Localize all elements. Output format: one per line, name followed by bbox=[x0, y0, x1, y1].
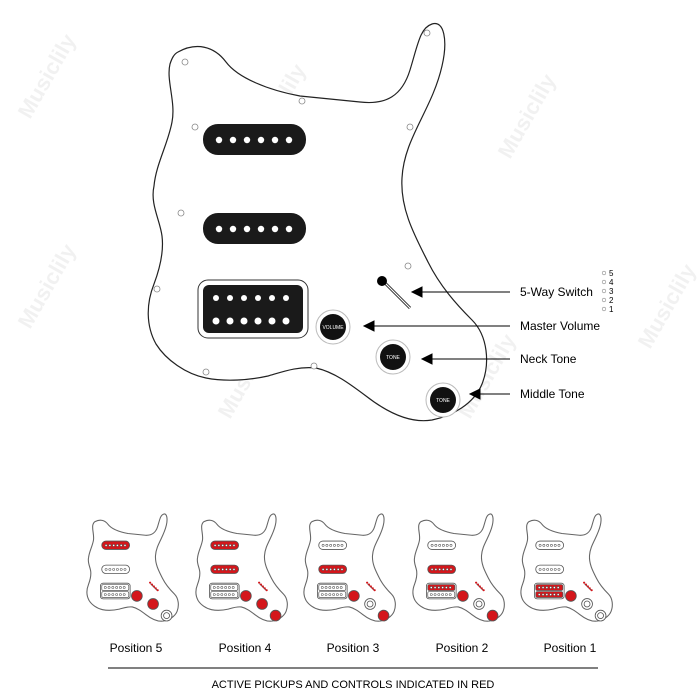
watermark-text: Musiclily bbox=[13, 29, 81, 123]
callouts bbox=[362, 286, 510, 400]
mini-neck-tone-knob bbox=[147, 598, 159, 610]
position-diagrams bbox=[86, 513, 613, 622]
position-diagram bbox=[412, 513, 505, 622]
mini-switch bbox=[258, 581, 268, 592]
mini-neck-tone-knob bbox=[256, 598, 268, 610]
mini-middle-pickup bbox=[535, 564, 564, 574]
mini-volume-knob bbox=[457, 590, 469, 602]
position-diagram bbox=[520, 513, 613, 622]
mini-neck-pickup bbox=[210, 540, 239, 550]
mini-neck-pickup bbox=[318, 540, 347, 550]
tone-knob-label: TONE bbox=[386, 355, 400, 361]
position-label: Position 1 bbox=[544, 641, 597, 655]
mini-middle-pickup bbox=[101, 564, 130, 574]
position-label: Position 4 bbox=[219, 641, 272, 655]
mini-neck-pickup bbox=[101, 540, 130, 550]
mini-middle-tone-knob bbox=[269, 609, 282, 622]
switch-position-list: 5 4 3 2 1 bbox=[601, 269, 614, 314]
middle-tone-knob: TONE bbox=[425, 382, 461, 418]
middle-pickup bbox=[203, 213, 306, 244]
mini-volume-knob bbox=[348, 590, 360, 602]
switch-label: 5-Way Switch bbox=[520, 285, 593, 299]
volume-knob: VOLUME bbox=[315, 309, 351, 345]
mini-bridge-humbucker bbox=[100, 582, 131, 600]
mini-switch bbox=[475, 581, 485, 592]
mini-bridge-humbucker bbox=[426, 582, 457, 600]
position-label: Position 3 bbox=[327, 641, 380, 655]
watermark-text: Musiclily bbox=[493, 69, 561, 163]
watermark-text: Musiclily bbox=[633, 259, 700, 353]
neck-tone-label: Neck Tone bbox=[520, 352, 577, 366]
mini-volume-knob bbox=[565, 590, 577, 602]
footer-note: ACTIVE PICKUPS AND CONTROLS INDICATED IN… bbox=[212, 679, 495, 691]
neck-tone-knob: TONE bbox=[375, 339, 411, 375]
mini-neck-tone-knob bbox=[581, 598, 593, 610]
main-pickguard: VOLUME TONE TONE bbox=[147, 22, 488, 422]
bridge-humbucker bbox=[197, 279, 309, 339]
mini-neck-pickup bbox=[535, 540, 564, 550]
mini-volume-knob bbox=[131, 590, 143, 602]
position-diagram bbox=[303, 513, 396, 622]
position-diagram bbox=[86, 513, 179, 622]
mini-middle-tone-knob bbox=[160, 609, 173, 622]
mini-middle-pickup bbox=[318, 564, 347, 574]
mini-middle-pickup bbox=[210, 564, 239, 574]
master-volume-label: Master Volume bbox=[520, 319, 600, 333]
mini-neck-tone-knob bbox=[473, 598, 485, 610]
position-diagram bbox=[195, 513, 288, 622]
volume-knob-label: VOLUME bbox=[322, 325, 344, 331]
neck-pickup bbox=[203, 124, 306, 155]
mini-middle-tone-knob bbox=[377, 609, 390, 622]
mini-neck-pickup bbox=[427, 540, 456, 550]
mini-bridge-humbucker bbox=[209, 582, 240, 600]
switch-position-number: 2 bbox=[609, 296, 614, 305]
mini-neck-tone-knob bbox=[364, 598, 376, 610]
middle-tone-label: Middle Tone bbox=[520, 387, 585, 401]
watermark-text: Musiclily bbox=[13, 239, 81, 333]
switch-position-number: 4 bbox=[609, 278, 614, 287]
mini-switch bbox=[583, 581, 593, 592]
switch-position-number: 3 bbox=[609, 287, 614, 296]
mini-switch bbox=[149, 581, 159, 592]
mini-middle-tone-knob bbox=[594, 609, 607, 622]
tone-knob-label: TONE bbox=[436, 398, 450, 404]
position-label: Position 5 bbox=[110, 641, 163, 655]
mini-middle-tone-knob bbox=[486, 609, 499, 622]
mini-switch bbox=[366, 581, 376, 592]
position-label: Position 2 bbox=[436, 641, 489, 655]
mini-middle-pickup bbox=[427, 564, 456, 574]
mini-volume-knob bbox=[240, 590, 252, 602]
mini-bridge-humbucker bbox=[317, 582, 348, 600]
switch-position-number: 1 bbox=[609, 305, 614, 314]
switch-position-number: 5 bbox=[609, 269, 614, 278]
five-way-switch bbox=[377, 276, 412, 310]
mini-bridge-humbucker bbox=[534, 582, 565, 600]
